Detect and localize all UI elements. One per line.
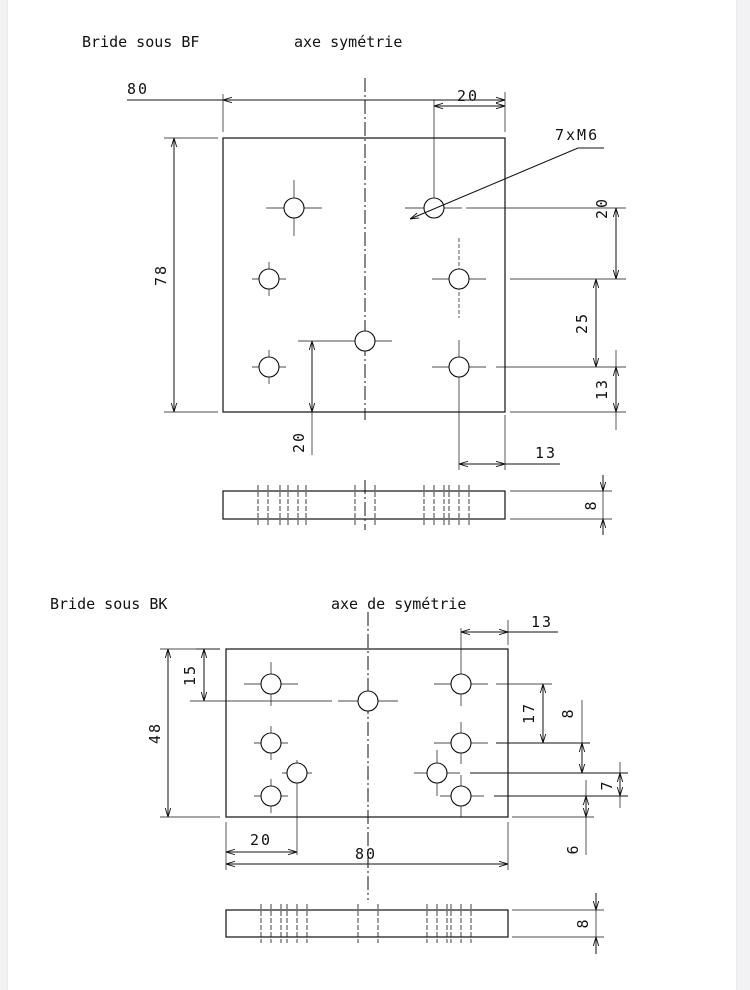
dim-height-bf: 78: [152, 264, 170, 286]
hole: [440, 775, 484, 817]
dim-thickness-bk: 8: [574, 917, 592, 928]
dim-right-top-bf: 20: [593, 197, 611, 219]
hole: [432, 340, 486, 470]
axis-label-bk: axe de symétrie: [331, 595, 466, 613]
dim-left-top-bk: 15: [181, 664, 199, 686]
axis-label-bf: axe symétrie: [294, 33, 402, 51]
hole: [434, 628, 488, 706]
hole: [405, 197, 462, 219]
hole: [432, 238, 486, 318]
dim-bottom-left-bf: 20: [290, 431, 308, 453]
holes-bf: [252, 180, 486, 470]
dim-right-6-bk: 6: [564, 843, 582, 854]
hole: [266, 180, 322, 236]
side-view-bf: 8: [222, 475, 612, 535]
dim-right-mid-bf: 25: [573, 312, 591, 334]
holes-bk: [190, 628, 488, 855]
drawing-bf: Bride sous BF axe symétrie: [82, 33, 626, 535]
dim-bottom-right-bf: 13: [535, 444, 557, 462]
hole: [190, 690, 398, 712]
plate-outline-bk: [225, 648, 509, 818]
hole: [282, 760, 312, 855]
dim-right-offset-bf: 20: [457, 87, 479, 105]
hole: [252, 350, 286, 384]
dim-top-right-bk: 13: [531, 613, 553, 631]
title-bf: Bride sous BF: [82, 33, 199, 51]
dim-thickness-bf: 8: [582, 499, 600, 510]
dim-right-17-bk: 17: [520, 702, 538, 724]
hole: [414, 750, 460, 796]
hole: [252, 262, 286, 296]
dim-width-bk: 80: [355, 845, 377, 863]
hole: [254, 779, 288, 813]
dim-right-bottom-bf: 13: [593, 378, 611, 400]
plate-outline-bf: [222, 137, 506, 413]
hole: [244, 662, 298, 706]
drawing-bk: Bride sous BK axe de symétrie: [50, 595, 628, 954]
side-view-bk: 8: [225, 893, 604, 954]
dim-thread-bf: 7xM6: [555, 126, 599, 144]
dim-width-bf: 80: [127, 80, 149, 98]
dim-right-8-bk: 8: [559, 707, 577, 718]
dim-height-bk: 48: [146, 722, 164, 744]
dim-right-7-bk: 7: [598, 779, 616, 790]
hole: [434, 722, 488, 764]
page: [8, 0, 736, 990]
title-bk: Bride sous BK: [50, 595, 167, 613]
dim-bottom-20-bk: 20: [250, 831, 272, 849]
hole: [254, 726, 288, 760]
